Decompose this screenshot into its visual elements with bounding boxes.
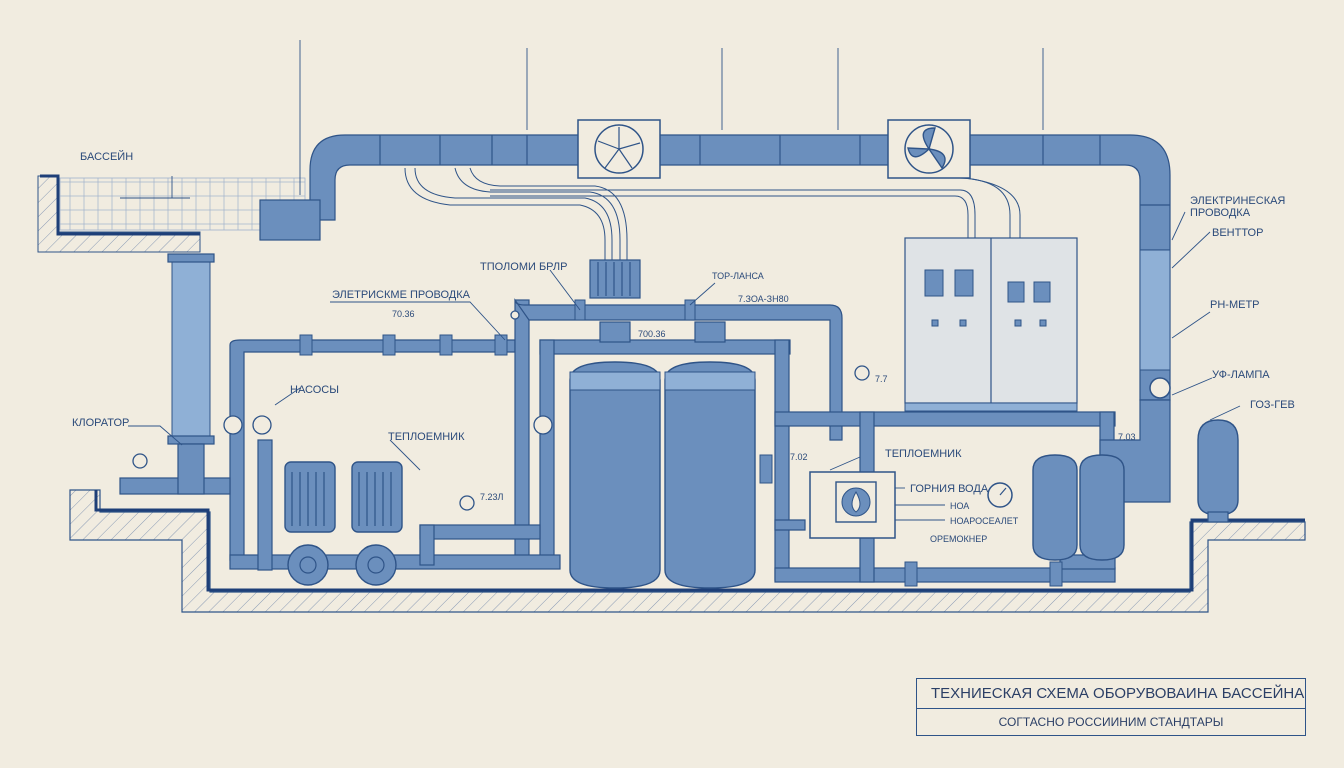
heat-exchanger-unit (809, 471, 1013, 539)
label-hot-sub1: НОА (950, 501, 969, 511)
label-heat-exchanger-right: ТЕПЛОЕМНИК (885, 448, 962, 460)
label-top-right-1: ТОР-ЛАНСА (712, 271, 764, 281)
label-electrical-wiring-left: ЭЛЕТРИСКМЕ ПРОВОДКА (332, 289, 471, 301)
control-panel (904, 237, 1078, 412)
label-hot-sub3: ОРЕМОКНЕР (930, 534, 987, 544)
value-1237: 7.23Л (480, 492, 504, 502)
value-7003: 7.03 (1118, 432, 1136, 442)
title-line-1: ТЕХНИЕСКАЯ СХЕМА ОБОРУВОВАИНА БАССЕЙНА (917, 679, 1305, 709)
label-ph-meter: РН-МЕТР (1210, 299, 1260, 311)
filter-manifold (589, 259, 641, 299)
foundation (69, 489, 1306, 613)
label-top-filter: ТПОЛОМИ БРЛР (480, 261, 567, 273)
label-pool: БАССЕЙН (80, 150, 133, 163)
title-line-2: СОГТАСНО РОССИИНИМ СТАНДТАРЫ (998, 715, 1224, 729)
right-tanks (1032, 377, 1239, 561)
label-pumps: НАСОСЫ (290, 384, 339, 396)
valves (299, 299, 1063, 587)
chlorinator-column (167, 253, 215, 495)
pipe-network (119, 298, 1171, 583)
label-hot-water: ГОРНИЯ ВОДА (910, 483, 989, 495)
pump-1 (284, 461, 336, 586)
label-hot-sub2: НОАРОСЕАЛЕТ (950, 516, 1019, 526)
label-leaders (128, 211, 1241, 471)
pump-2 (351, 461, 403, 586)
top-leaders (299, 40, 1044, 195)
value-7002: 7.02 (790, 452, 808, 462)
filter-tank-2 (664, 321, 756, 589)
title-block: ТЕХНИЕСКАЯ СХЕМА ОБОРУВОВАИНА БАССЕЙНА С… (916, 678, 1306, 736)
overhead-duct (259, 134, 1171, 401)
value-7027: 7.7 (875, 374, 888, 384)
pressure-gauges (132, 310, 870, 511)
label-chlorinator: КЛОРАТОР (72, 417, 129, 429)
label-top-right-2: 7.ЗОА-ЗН80 (738, 294, 789, 304)
label-gas-heater: ГОЗ-ГЕВ (1250, 399, 1295, 411)
value-7036: 70.36 (392, 309, 415, 319)
label-heat-exchanger-left: ТЕПЛОЕМНИК (388, 431, 465, 443)
label-uv-lamp: УФ-ЛАМПА (1212, 369, 1270, 381)
fan-2 (887, 119, 971, 179)
filter-tank-1 (569, 321, 661, 589)
label-ventilator: ВЕНТТОР (1212, 227, 1263, 239)
wiring-bundle (404, 167, 1021, 260)
fan-1 (577, 119, 661, 179)
value-7006: 700.36 (638, 329, 666, 339)
